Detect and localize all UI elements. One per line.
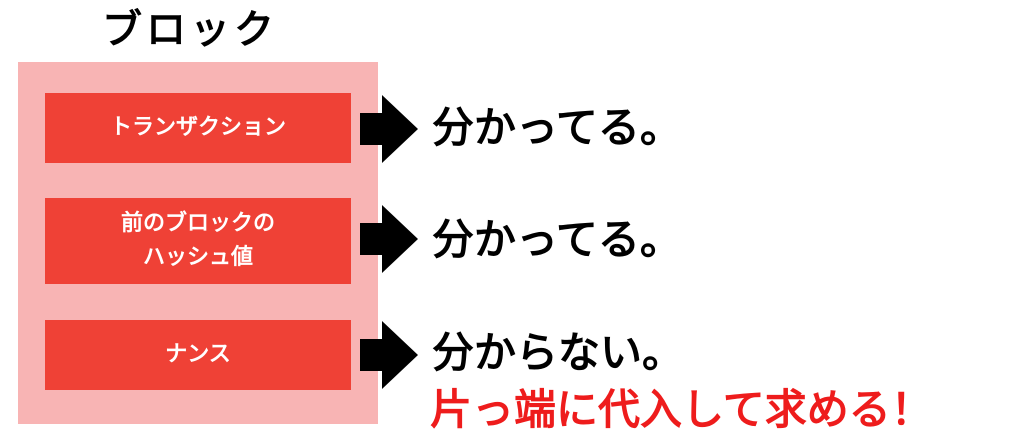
block-item-label: ナンス xyxy=(165,342,231,367)
brute-force-note: 片っ端に代入して求める！ xyxy=(430,385,933,434)
block-item-label: 前のブロックの xyxy=(120,211,275,236)
result-text: 分かってる。 xyxy=(432,215,682,264)
arrow-right-icon xyxy=(360,95,418,163)
block-item-label: ハッシュ値 xyxy=(142,245,253,270)
result-text: 分かってる。 xyxy=(432,103,682,152)
result-text: 分からない。 xyxy=(432,328,685,377)
arrow-right-icon xyxy=(360,321,418,389)
block-item-prev-hash: 前のブロックの ハッシュ値 xyxy=(45,198,351,284)
block-item-transaction: トランザクション xyxy=(45,93,351,163)
arrow-right-icon xyxy=(360,205,418,273)
block-item-nonce: ナンス xyxy=(45,320,351,390)
block-title: ブロック xyxy=(102,7,278,53)
block-item-label: トランザクション xyxy=(109,115,286,140)
